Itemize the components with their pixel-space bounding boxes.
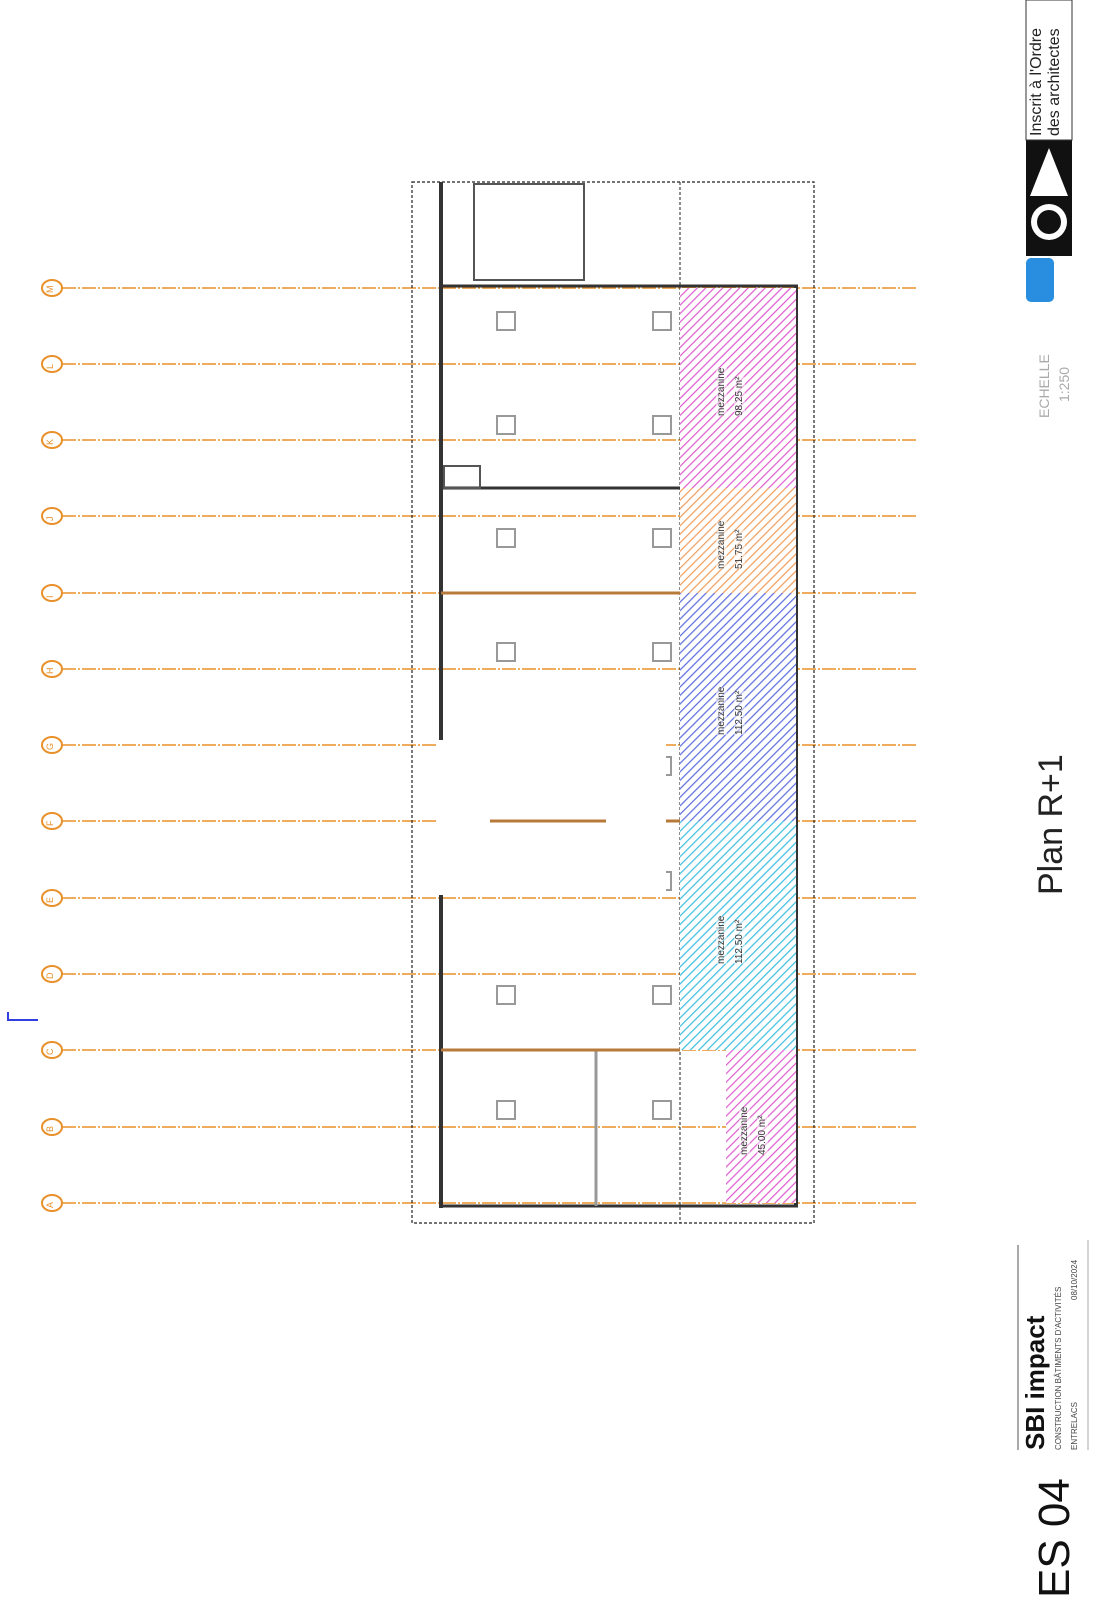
oa-logo: [1025, 0, 1073, 302]
mezzanine-label: mezzanine: [739, 1106, 750, 1155]
redaction-patch: [436, 740, 666, 895]
column: [496, 311, 516, 331]
column: [652, 985, 672, 1005]
sheet-code: ES 04: [1030, 1478, 1079, 1598]
mezzanine-area: 45.00 m²: [757, 1115, 768, 1155]
grid-label: H: [45, 667, 55, 675]
grid-label: M: [45, 285, 55, 294]
column: [496, 985, 516, 1005]
mezzanine-area: 112.50 m²: [734, 690, 745, 735]
grid-label: G: [45, 742, 55, 750]
column: [496, 415, 516, 435]
structural-columns: [496, 311, 672, 1120]
mezzanine-label: mezzanine: [716, 915, 727, 964]
grid-label: J: [45, 516, 55, 522]
scale-value: 1:250: [1056, 366, 1072, 402]
oa-text-2: des architectes: [1046, 28, 1063, 136]
grid-label: I: [45, 595, 55, 598]
column: [652, 1100, 672, 1120]
grid-label: D: [45, 972, 55, 980]
mezzanine-area: 112.50 m²: [734, 919, 745, 964]
mezzanine-label: mezzanine: [716, 686, 727, 735]
oa-text-1: Inscrit à l'Ordre: [1028, 28, 1045, 136]
plan-title: Plan R+1: [1032, 754, 1070, 895]
column: [652, 642, 672, 662]
column: [652, 528, 672, 548]
grid-label: B: [45, 1125, 55, 1132]
grid-label: K: [45, 438, 55, 445]
grid-label: C: [45, 1048, 55, 1056]
mezzanine-area: 98.25 m²: [734, 376, 745, 416]
column: [496, 642, 516, 662]
scale-label: ECHELLE: [1036, 354, 1052, 418]
section-marker: [7, 1012, 38, 1021]
column: [652, 415, 672, 435]
grid-label: A: [45, 1201, 55, 1208]
mezzanine-label: mezzanine: [716, 367, 727, 416]
sheet-subtitle: CONSTRUCTION BÂTIMENTS D'ACTIVITÉS: [1054, 1286, 1063, 1450]
column: [496, 528, 516, 548]
grid-label: F: [45, 820, 55, 827]
column: [652, 311, 672, 331]
sheet-location: ENTRELACS: [1070, 1401, 1079, 1450]
grid-label: L: [45, 363, 55, 369]
company-name: SBI impact: [1020, 1315, 1050, 1450]
mezzanine-label: mezzanine: [716, 520, 727, 569]
column: [496, 1100, 516, 1120]
grid-label: E: [45, 896, 55, 903]
sheet-date: 08/10/2024: [1070, 1259, 1079, 1300]
mezzanine-area: 51.75 m²: [734, 529, 745, 569]
